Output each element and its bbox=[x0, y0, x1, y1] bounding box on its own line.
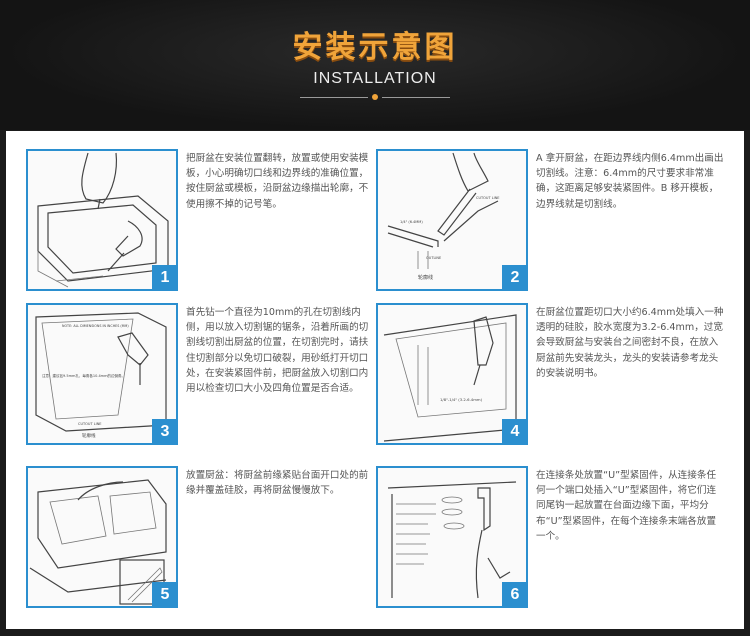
title-divider-right bbox=[382, 97, 450, 98]
note-cn-label: 注意：建议钻9.5mm孔，每角各10.4mm的边倒角。 bbox=[42, 373, 125, 378]
step-4-description: 在厨盆位置距切口大小约6.4mm处填入一种透明的硅胶，胶水宽度为3.2-6.4m… bbox=[536, 307, 724, 379]
step-3-description: 首先钻一个直径为10mm的孔在切割线内侧，用以放入切割锯的锯条，沿着所画的切割线… bbox=[186, 307, 369, 395]
sealant-gun-icon: 1/8"-1/4" (3.2-6.4mm) bbox=[383, 314, 517, 442]
note-en-label: NOTE: ALL DIMENSIONS IN INCHES (MM) bbox=[62, 324, 129, 328]
step-number-badge: 4 bbox=[502, 419, 526, 443]
step-1-illustration: 1 bbox=[26, 149, 178, 291]
step-1-description: 把厨盆在安装位置翻转，放置或使用安装模板，小心明确切口线和边界线的准确位置，按住… bbox=[186, 153, 369, 210]
step-number-badge: 5 bbox=[152, 582, 176, 606]
step-5: 5 放置厨盆：将厨盆前缘紧贴台面开口处的前缘并覆盖硅胶，再将厨盆慢慢放下。 bbox=[26, 466, 376, 608]
step-3-illustration: NOTE: ALL DIMENSIONS IN INCHES (MM) 注意：建… bbox=[26, 303, 178, 445]
page-title: 安装示意图 bbox=[292, 30, 458, 65]
page-subtitle: INSTALLATION bbox=[313, 70, 437, 87]
step-number-badge: 3 bbox=[152, 419, 176, 443]
outline-cn-label: 轮廓线 bbox=[82, 432, 96, 439]
cutout-label: CUTOUT LINE bbox=[78, 422, 102, 426]
outline-label: OUTLINE bbox=[426, 256, 441, 260]
dimension-label: 1/8"-1/4" (3.2-6.4mm) bbox=[440, 397, 483, 402]
title-divider-left bbox=[300, 97, 368, 98]
step-number-badge: 6 bbox=[502, 582, 526, 606]
header: 安装示意图 INSTALLATION bbox=[0, 0, 750, 130]
step-number-badge: 2 bbox=[502, 265, 526, 289]
instructions-panel: 1 把厨盆在安装位置翻转，放置或使用安装模板，小心明确切口线和边界线的准确位置，… bbox=[6, 131, 744, 629]
step-5-description: 放置厨盆：将厨盆前缘紧贴台面开口处的前缘并覆盖硅胶，再将厨盆慢慢放下。 bbox=[186, 470, 369, 497]
step-5-illustration: 5 bbox=[26, 466, 178, 608]
step-6: 6 在连接条处放置“U”型紧固件，从连接条任何一个端口处插入“U”型紧固件，将它… bbox=[376, 466, 726, 608]
cutout-line-label: CUTOUT LINE bbox=[476, 196, 500, 200]
u-clip-fastener-icon bbox=[387, 481, 517, 599]
cut-line-measure-icon: CUTOUT LINE 1/4" (6.4MM) OUTLINE 轮廓线 bbox=[387, 152, 500, 281]
step-2-description: A 拿开厨盆，在距边界线内侧6.4mm出画出切割线。注意：6.4mm的尺寸要求非… bbox=[536, 153, 724, 210]
title-divider-dot bbox=[372, 94, 378, 100]
step-2: CUTOUT LINE 1/4" (6.4MM) OUTLINE 轮廓线 2 A… bbox=[376, 149, 726, 291]
step-6-description: 在连接条处放置“U”型紧固件，从连接条任何一个端口处插入“U”型紧固件，将它们连… bbox=[536, 470, 717, 542]
step-3: NOTE: ALL DIMENSIONS IN INCHES (MM) 注意：建… bbox=[26, 303, 376, 445]
step-2-illustration: CUTOUT LINE 1/4" (6.4MM) OUTLINE 轮廓线 2 bbox=[376, 149, 528, 291]
step-4: 1/8"-1/4" (3.2-6.4mm) 4 在厨盆位置距切口大小约6.4mm… bbox=[376, 303, 726, 445]
step-6-illustration: 6 bbox=[376, 466, 528, 608]
step-4-illustration: 1/8"-1/4" (3.2-6.4mm) 4 bbox=[376, 303, 528, 445]
outline-cn-label: 轮廓线 bbox=[418, 274, 433, 281]
dimension-label: 1/4" (6.4MM) bbox=[400, 220, 423, 224]
step-1: 1 把厨盆在安装位置翻转，放置或使用安装模板，小心明确切口线和边界线的准确位置，… bbox=[26, 149, 376, 291]
step-number-badge: 1 bbox=[152, 265, 176, 289]
